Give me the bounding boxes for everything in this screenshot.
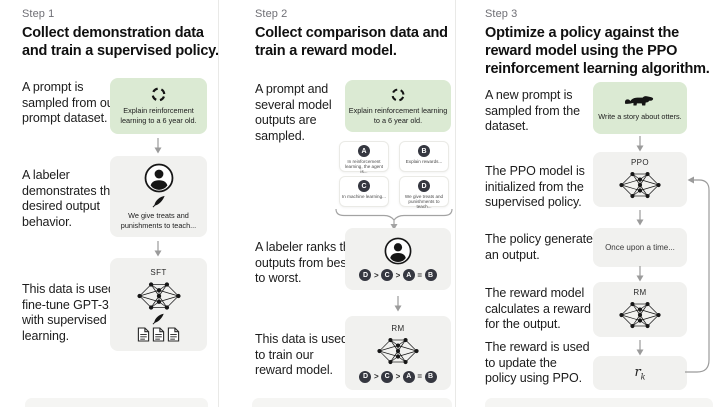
step3-text-reward: The reward model calculates a reward for… [485,286,591,331]
ranking-row: D>C>A=B [359,269,437,281]
prompt-sample-box: Explain reinforcement learning to a 6 ye… [345,80,451,132]
reward-model-box: RM [593,282,687,337]
rm-label: RM [633,288,647,297]
step1-label: Step 1 [22,8,55,20]
step3-text-update: The reward is used to update the policy … [485,340,590,385]
labeler-person-icon [144,163,173,193]
step1-heading: Collect demonstration data and train a s… [22,25,219,59]
arrow-down-icon [154,138,162,154]
arrow-down-icon [636,266,644,282]
prompt-sample-box: Explain reinforcement learning to a 6 ye… [110,78,207,134]
rm-label: RM [391,323,405,333]
step3-text-prompt: A new prompt is sampled from the dataset… [485,88,580,133]
otter-icon [624,95,654,106]
neural-network-icon [136,281,181,310]
output-d-box: D We give treats and punishments to teac… [399,176,449,209]
step3-label: Step 3 [485,8,518,20]
step3-text-output: The policy generates an output. [485,232,600,262]
cycle-icon [391,88,405,102]
arrow-down-icon [636,136,644,152]
step2-text-prompt: A prompt and several model outputs are s… [255,82,332,143]
demo-caption: We give treats and punishments to teach.… [120,210,197,230]
step3-text-ppo: The PPO model is initialized from the su… [485,164,585,209]
labeler-demo-box: We give treats and punishments to teach.… [110,156,207,237]
brace-arrow-icon [335,208,453,230]
arrow-down-icon [636,210,644,226]
arrow-down-icon [154,241,162,257]
step1-text-prompt: A prompt is sampled from our prompt data… [22,80,118,125]
column-divider [455,0,456,407]
reward-value-box: rk [593,356,687,390]
step2-label: Step 2 [255,8,288,20]
step2-text-train: This data is used to train our reward mo… [255,332,348,377]
labeler-rank-box: D>C>A=B [345,228,451,290]
output-a-box: A In reinforcement learning, the agent i… [339,141,389,174]
prompt-caption: Explain reinforcement learning to a 6 ye… [120,106,197,125]
labeler-person-icon [384,237,412,265]
step1-text-labeler: A labeler demonstrates the desired outpu… [22,168,117,229]
quill-icon [152,313,164,325]
neural-network-icon [619,301,661,329]
neural-network-icon [377,337,419,364]
sft-model-box: SFT [110,258,207,351]
prompt-caption: Write a story about otters. [598,111,682,121]
letter-a-icon: A [358,145,370,157]
output-c-box: C In machine learning... [339,176,389,207]
step2-heading: Collect comparison data and train a rewa… [255,25,448,59]
reward-model-box: RM D>C>A=B [345,316,451,390]
letter-c-icon: C [358,180,370,192]
generated-output-box: Once upon a time... [593,228,687,267]
prompt-caption: Explain reinforcement learning to a 6 ye… [348,105,448,125]
arrow-down-icon [636,340,644,356]
generated-output-text: Once upon a time... [605,243,675,252]
step2-text-rank: A labeler ranks the outputs from best to… [255,240,357,285]
cycle-icon [151,88,166,102]
arrow-down-icon [394,296,402,312]
prompt-sample-box: Write a story about otters. [593,82,687,134]
cropped-next-box [485,398,713,407]
sft-label: SFT [150,267,167,277]
feedback-loop-arrow [685,176,710,373]
cropped-next-box [25,398,208,407]
column-divider [218,0,219,407]
output-b-box: B Explain rewards... [399,141,449,172]
ranking-row: D>C>A=B [359,370,437,383]
step1-text-finetune: This data is used to fine-tune GPT-3.5 w… [22,282,129,343]
neural-network-icon [619,171,661,199]
ppo-model-box: PPO [593,152,687,207]
letter-d-icon: D [418,180,430,192]
cropped-next-box [252,398,452,407]
reward-value-symbol: rk [634,364,646,382]
ppo-label: PPO [630,158,650,167]
letter-b-icon: B [418,145,430,157]
step3-heading: Optimize a policy against the reward mod… [485,25,710,77]
quill-icon [152,195,165,208]
documents-icon [137,326,180,342]
